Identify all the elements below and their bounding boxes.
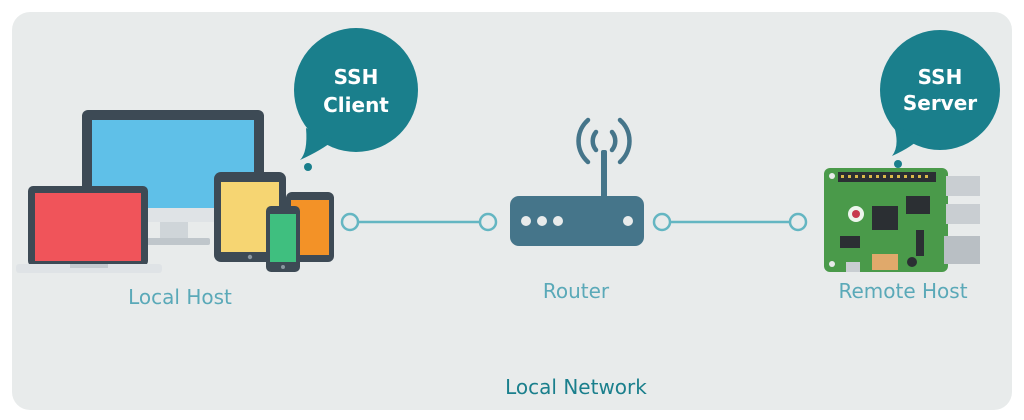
router-icon [510, 150, 644, 246]
wifi-icon [576, 117, 632, 165]
remote-host-label: Remote Host [838, 279, 967, 303]
local-host-label: Local Host [128, 285, 232, 309]
devices-icon [16, 110, 334, 273]
ssh-client-line2: Client [323, 93, 389, 117]
router-label: Router [543, 279, 610, 303]
ssh-server-line1: SSH [918, 65, 963, 89]
connector-left [340, 212, 498, 232]
phone-icon [266, 206, 300, 272]
local-network-label: Local Network [505, 375, 647, 399]
connector-right [652, 212, 808, 232]
ssh-client-bubble: SSH Client [294, 28, 418, 171]
laptop-icon [16, 186, 162, 273]
ssh-server-line2: Server [903, 91, 977, 115]
ssh-client-line1: SSH [334, 65, 379, 89]
raspberry-pi-icon [824, 168, 980, 272]
ssh-server-bubble: SSH Server [880, 30, 1000, 168]
